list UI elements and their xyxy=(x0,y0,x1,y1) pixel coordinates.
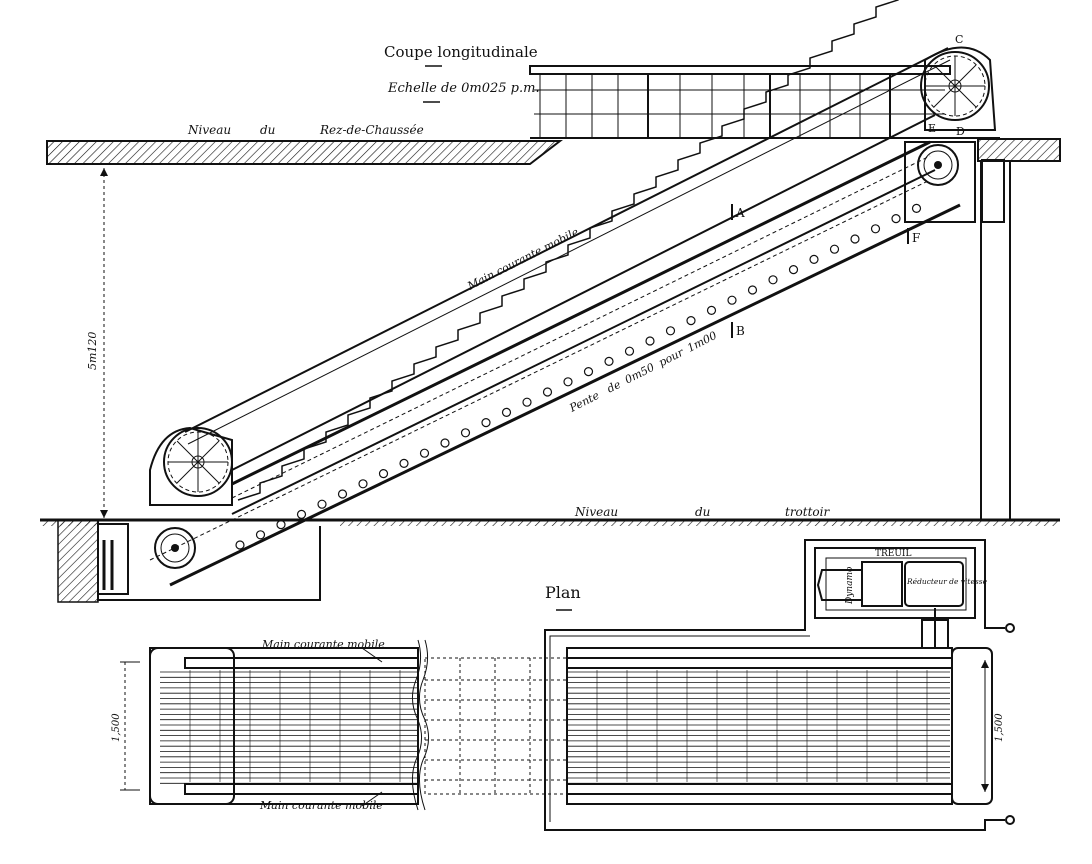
chain-roller xyxy=(255,530,266,540)
plan-view xyxy=(120,539,1015,831)
height-dimension-label: 5m120 xyxy=(86,332,99,370)
chain-rollers xyxy=(235,203,922,550)
chain-roller xyxy=(378,469,389,479)
balustrade xyxy=(529,65,1000,139)
winch-box xyxy=(814,547,976,649)
chain-roller xyxy=(522,397,532,407)
plan-width-right-label: 1,500 xyxy=(994,713,1005,742)
chain-roller xyxy=(358,479,368,489)
point-c: C xyxy=(955,33,963,46)
escalator-truss xyxy=(149,140,961,587)
ground-floor-slab xyxy=(46,140,563,165)
point-a: A xyxy=(735,206,745,220)
point-b: B xyxy=(736,324,745,338)
sidewalk-hatch xyxy=(340,520,1060,526)
plan-handrail-top-label: Main courante mobile xyxy=(261,638,385,651)
section-title: Coupe longitudinale xyxy=(384,43,538,61)
sidewalk-word-2: du xyxy=(695,505,710,519)
plan-handrail-bottom-label: Main courante mobile xyxy=(259,799,383,812)
handrail-label: Main courante mobile xyxy=(465,225,582,293)
left-width-dimension xyxy=(120,661,140,791)
chain-roller xyxy=(645,336,655,346)
plan-title: Plan xyxy=(545,583,581,602)
chain-roller xyxy=(850,234,860,244)
chain-roller xyxy=(624,346,635,356)
plan-right-frame xyxy=(566,647,953,805)
chain-roller xyxy=(583,367,594,377)
upper-sprocket xyxy=(917,144,959,186)
upper-frame xyxy=(904,141,976,223)
chain-roller xyxy=(440,438,450,448)
chain-roller xyxy=(809,254,819,264)
chain-roller xyxy=(604,356,614,366)
chain-roller xyxy=(563,377,573,387)
height-dimension xyxy=(100,168,108,518)
chain-roller xyxy=(460,428,471,438)
slope-word-2: de xyxy=(605,378,623,396)
chain-roller xyxy=(399,458,409,468)
section-view xyxy=(40,0,1061,603)
slope-word-5: 1m00 xyxy=(685,329,719,355)
dynamo-label: Dynamo xyxy=(845,566,855,605)
chain-roller xyxy=(481,418,491,428)
sidewalk-word-1: Niveau xyxy=(574,505,618,519)
point-e: E xyxy=(928,122,936,135)
chain-roller xyxy=(235,540,245,550)
point-d: D xyxy=(956,125,965,138)
chain-roller xyxy=(870,224,881,234)
ground-floor-word-3: Rez-de-Chaussée xyxy=(319,123,424,137)
chain-roller xyxy=(891,214,901,224)
chain-roller xyxy=(768,275,778,285)
scale-label: Echelle de 0m025 p.m. xyxy=(387,81,540,96)
point-f: F xyxy=(912,231,920,245)
chain-roller xyxy=(276,519,286,530)
right-width-dimension xyxy=(981,660,989,792)
plan-break xyxy=(412,639,568,811)
chain-roller xyxy=(337,489,348,499)
chain-roller xyxy=(419,448,430,458)
chain-roller xyxy=(665,326,676,336)
plan-step-lines-left xyxy=(160,670,418,784)
support-column xyxy=(980,159,1011,520)
chain-roller xyxy=(911,203,922,213)
chain-roller xyxy=(829,244,840,254)
reducer-label: Réducteur de vitesse xyxy=(906,577,988,586)
electric-cables xyxy=(544,539,1015,831)
chain-roller xyxy=(686,316,696,326)
pit xyxy=(57,519,321,603)
plan-step-lines-right xyxy=(567,670,950,784)
winch-label: TREUIL xyxy=(875,549,911,559)
chain-roller xyxy=(747,285,758,295)
lower-sprocket xyxy=(154,527,196,569)
steps xyxy=(237,0,899,501)
section-markers xyxy=(731,204,909,338)
handrail-section xyxy=(149,46,997,506)
plan-width-left-label: 1,500 xyxy=(111,713,122,742)
upper-wheel xyxy=(920,51,990,121)
ground-floor-word-2: du xyxy=(260,123,275,137)
chain-roller xyxy=(296,509,307,520)
slope-label: Pente de 0m50 pour 1m00 xyxy=(567,329,719,415)
lower-wheel xyxy=(163,427,233,497)
chain-roller xyxy=(706,305,717,315)
chain-roller xyxy=(727,295,737,305)
chain-roller xyxy=(788,265,799,275)
ground-floor-slab-right xyxy=(977,138,1061,162)
sidewalk-word-3: trottoir xyxy=(785,505,830,519)
chain-roller xyxy=(542,387,553,397)
chain-roller xyxy=(501,407,512,417)
ground-floor-word-1: Niveau xyxy=(187,123,231,137)
chain-roller xyxy=(317,499,327,509)
